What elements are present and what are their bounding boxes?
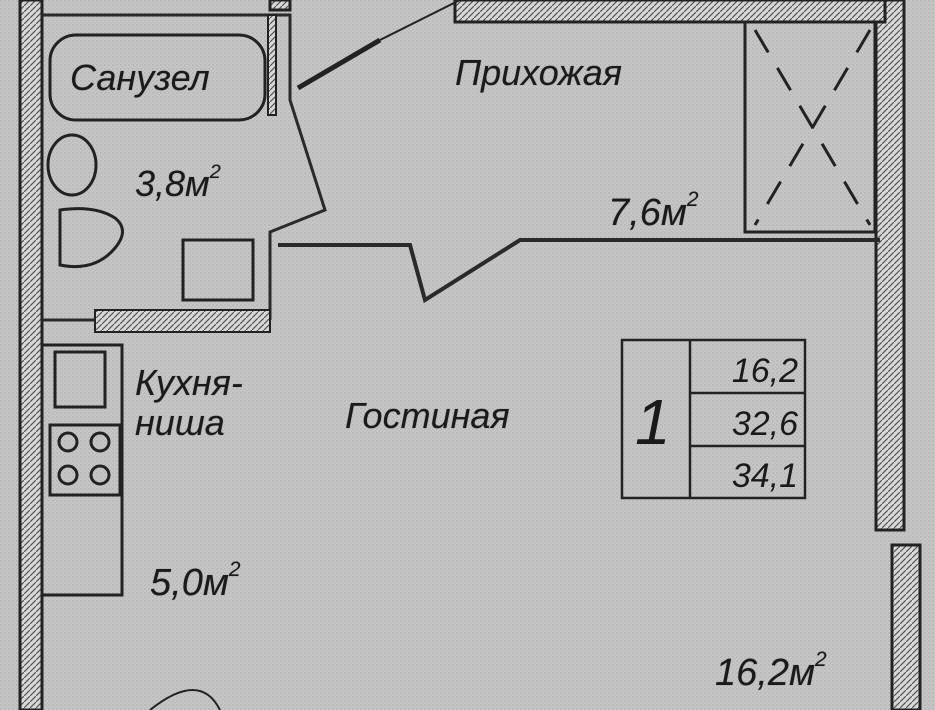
summary-table (620, 338, 807, 500)
kitchen-name-line1: Кухня- (135, 362, 243, 403)
wardrobe-diag-2 (753, 29, 872, 226)
living-area: 16,2м2 (715, 648, 827, 694)
living-area-total: 16,2 (731, 352, 798, 390)
living-area-value: 16,2 (715, 651, 789, 694)
left-wall (18, 0, 44, 710)
bathroom-bottom-hatch (94, 309, 271, 333)
kitchen-sink (53, 350, 107, 409)
kitchen-name-line2: ниша (135, 402, 225, 443)
bathroom-area-exp: 2 (209, 161, 221, 183)
wardrobe (743, 20, 877, 234)
bathroom-area-unit: м (185, 162, 210, 204)
kitchen-area-unit: м (202, 561, 229, 604)
bathroom-area-value: 3,8 (135, 162, 186, 204)
kitchen-stove (48, 423, 122, 497)
summary-table-frame (620, 338, 807, 500)
bathtub (48, 33, 267, 122)
stove-burner-2 (89, 431, 111, 453)
living-area-exp: 2 (815, 648, 827, 671)
stove-burner-4 (89, 464, 111, 486)
bathroom-side-hatch (267, 14, 277, 116)
bathroom-wall-hatch (94, 14, 277, 333)
bathroom-door (296, 37, 382, 91)
bathroom-partition (42, 13, 327, 320)
kitchen-area-value: 5,0 (150, 561, 203, 604)
top-wall (453, 0, 887, 24)
bathroom-door-arc (379, 0, 461, 41)
hallway-living-divider (278, 238, 880, 304)
wardrobe-box (743, 20, 877, 234)
right-wall-lower (890, 543, 922, 710)
hallway-name: Прихожая (455, 52, 622, 93)
kitchen-counter (40, 343, 124, 597)
living-name: Гостиная (345, 395, 510, 436)
hallway-area-unit: м (660, 191, 687, 234)
top-wall-stub (268, 0, 292, 12)
living-area-unit: м (788, 651, 816, 694)
rooms-count: 1 (635, 386, 671, 458)
stove-burner-3 (57, 464, 79, 486)
sink (46, 133, 98, 197)
bathroom-name: Санузел (70, 57, 210, 98)
hallway-area: 7,6м2 (608, 188, 699, 234)
total-area-with-balcony: 34,1 (731, 457, 798, 495)
kitchen-area-exp: 2 (228, 558, 241, 581)
ventilation-shaft (181, 238, 255, 302)
total-area: 32,6 (731, 405, 798, 443)
right-wall-upper (874, 0, 906, 532)
kitchen-units (40, 343, 124, 710)
hallway-area-exp: 2 (686, 188, 699, 211)
hallway-area-value: 7,6 (608, 191, 661, 234)
bathroom-area: 3,8м2 (135, 161, 221, 204)
divider-line (278, 238, 880, 304)
stove-burner-1 (57, 431, 79, 453)
toilet (58, 207, 124, 269)
living-door-arc (149, 689, 221, 710)
kitchen-area: 5,0м2 (150, 558, 241, 604)
